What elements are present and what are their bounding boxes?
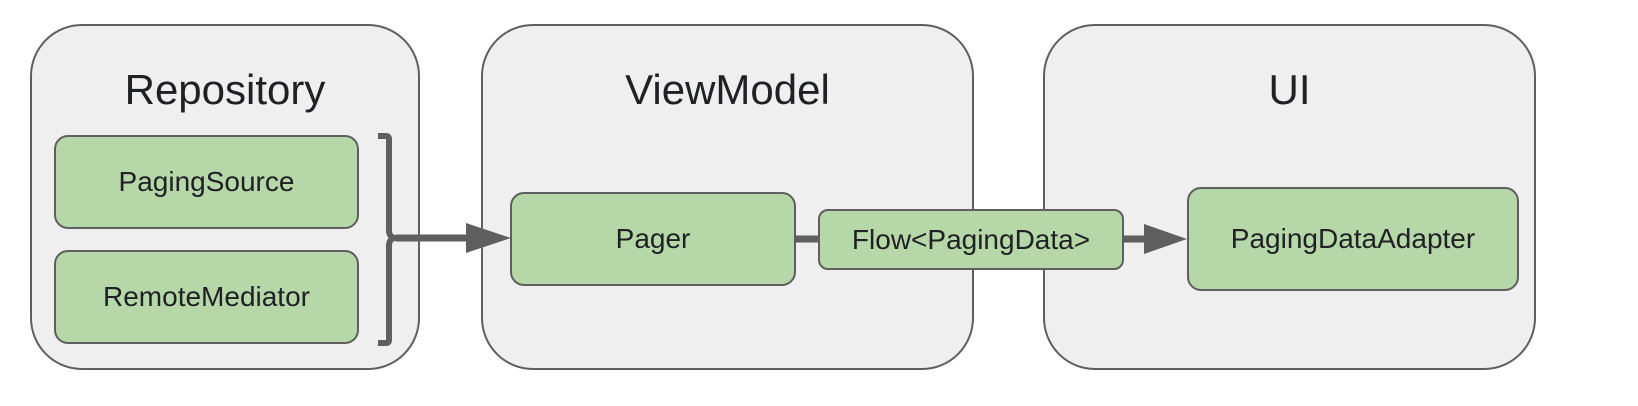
repository-bracket (378, 133, 399, 346)
ui-title: UI (1268, 66, 1311, 113)
remote-mediator-node: RemoteMediator (54, 250, 359, 344)
repository-title: Repository (124, 66, 326, 113)
flow-to-adapter-arrowhead (1144, 224, 1187, 254)
flow-paging-data-node: Flow<PagingData> (818, 209, 1124, 270)
pager-node: Pager (510, 192, 796, 286)
paging-data-adapter-node: PagingDataAdapter (1187, 187, 1519, 291)
repository-to-pager-arrowhead (466, 223, 511, 253)
viewmodel-title: ViewModel (625, 66, 830, 113)
paging-source-node: PagingSource (54, 135, 359, 229)
